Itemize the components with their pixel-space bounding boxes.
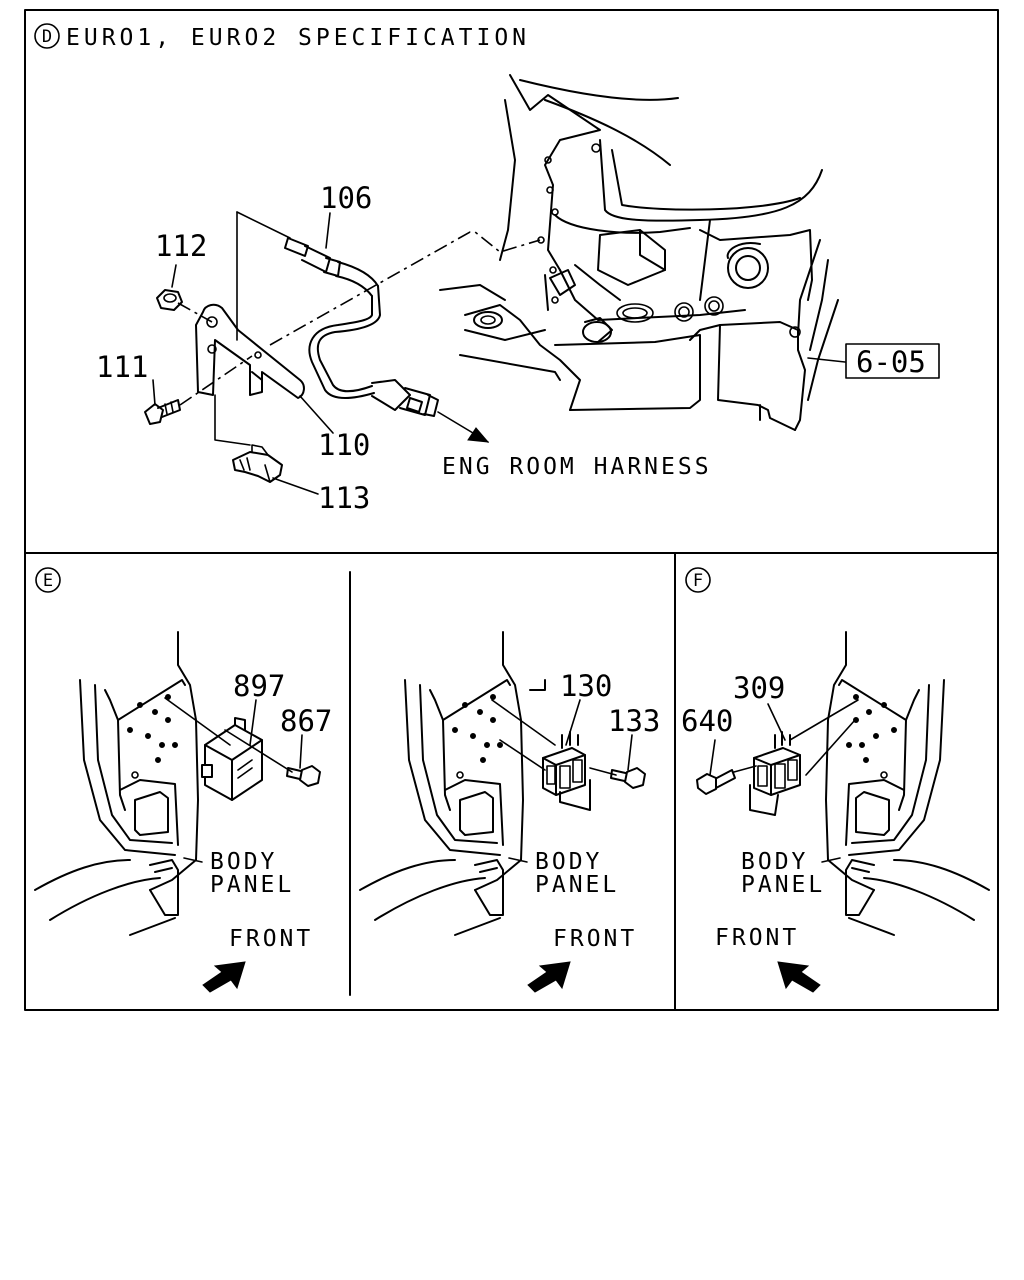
body-label-e1: BODY [210, 849, 277, 875]
circle-letter-marker [35, 567, 61, 593]
bolt-867 [286, 765, 321, 787]
bolt-111 [144, 399, 181, 425]
view-e-right: 130 133 BODY PANEL FRONT [359, 631, 660, 993]
view-e1-labels: 897 867 BODY PANEL FRONT [210, 669, 332, 952]
view-d: D EURO1, EURO2 SPECIFICATION [34, 23, 940, 515]
part-label-106: 106 [320, 181, 372, 215]
view-d-title: EURO1, EURO2 SPECIFICATION [66, 25, 530, 51]
front-label-f: FRONT [715, 925, 799, 951]
sensor-106 [284, 237, 439, 417]
view-f-marker: F [693, 571, 703, 591]
view-d-leaders [152, 211, 940, 495]
view-e-header: E [35, 567, 61, 593]
body-panel-drawing-f [825, 631, 990, 936]
clip-113 [232, 444, 283, 483]
bolt-640 [696, 769, 736, 795]
view-f-header: F [685, 567, 711, 593]
view-e: E [34, 567, 332, 993]
circle-letter-marker [685, 567, 711, 593]
view-f: F [681, 567, 990, 993]
circle-letter-marker [34, 23, 60, 49]
part-label-897: 897 [233, 669, 285, 703]
bracket-110 [195, 303, 305, 399]
connector-309 [749, 731, 801, 816]
part-label-111: 111 [96, 350, 148, 384]
body-label-e2: BODY [535, 849, 602, 875]
harness-label: ENG ROOM HARNESS [442, 454, 712, 480]
panel-label-f: PANEL [741, 872, 825, 898]
front-label-e1: FRONT [229, 926, 313, 952]
front-label-e2: FRONT [553, 926, 637, 952]
bolt-133 [610, 767, 646, 789]
connector-130 [542, 731, 591, 811]
panel-label-e1: PANEL [210, 872, 294, 898]
view-d-labels: 106 112 111 110 113 6-05 ENG ROOM HARNES… [96, 181, 926, 515]
view-f-labels: 309 640 BODY PANEL FRONT [681, 671, 825, 951]
part-label-130: 130 [560, 669, 612, 703]
part-label-110: 110 [318, 428, 370, 462]
vehicle-frame-drawing [439, 74, 839, 431]
part-label-112: 112 [155, 229, 207, 263]
part-label-113: 113 [318, 481, 370, 515]
nut-112 [156, 289, 183, 311]
view-e1-leaders [164, 697, 303, 993]
ref-box-label: 6-05 [856, 345, 926, 379]
view-e-marker: E [43, 571, 53, 591]
part-label-133: 133 [608, 704, 660, 738]
body-panel-drawing-e2 [359, 631, 546, 936]
view-d-marker: D [42, 27, 52, 47]
view-d-header: D EURO1, EURO2 SPECIFICATION [34, 23, 530, 51]
part-label-309: 309 [733, 671, 785, 705]
diagram-frame [24, 9, 999, 1011]
body-panel-drawing-e1 [34, 631, 199, 936]
part-label-867: 867 [280, 704, 332, 738]
body-label-f: BODY [741, 849, 808, 875]
view-f-leaders [709, 699, 859, 993]
panel-label-e2: PANEL [535, 872, 619, 898]
part-label-640: 640 [681, 704, 733, 738]
ref-box [845, 343, 940, 379]
view-e2-labels: 130 133 BODY PANEL FRONT [535, 669, 660, 952]
view-e2-leaders [491, 699, 633, 993]
